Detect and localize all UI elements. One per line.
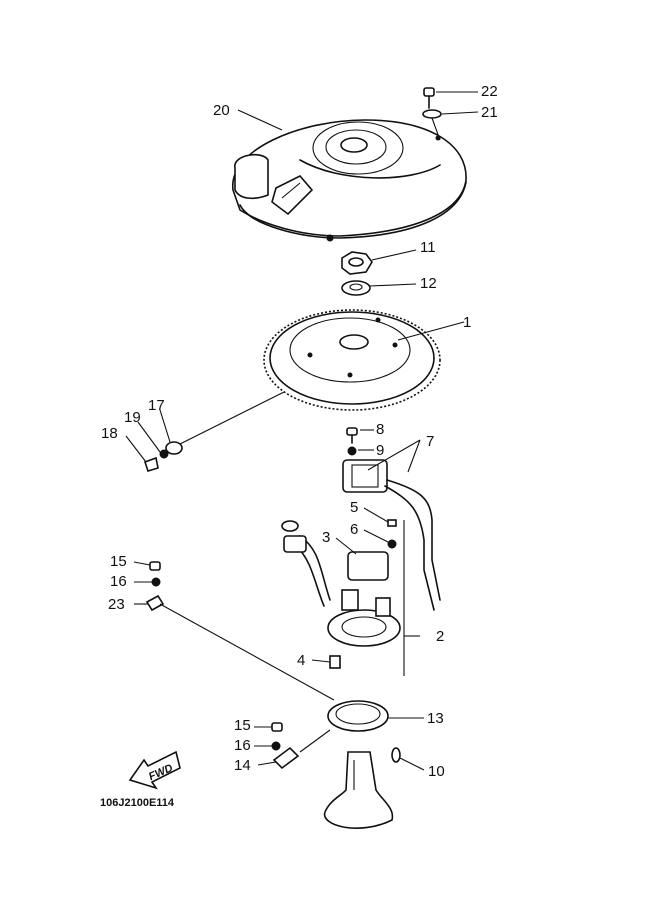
callout-1: 1 xyxy=(463,314,471,331)
bolt-8 xyxy=(346,427,358,444)
callout-22: 22 xyxy=(481,83,498,100)
screw-set xyxy=(143,441,183,472)
stator-assembly xyxy=(281,520,401,647)
callout-9: 9 xyxy=(376,442,384,459)
callout-2: 2 xyxy=(436,628,444,645)
flywheel-rotor xyxy=(263,309,441,411)
callout-10: 10 xyxy=(428,763,445,780)
callout-3: 3 xyxy=(322,529,330,546)
callout-labels: 1 2 3 4 5 6 7 8 9 10 11 12 13 14 15 15 1… xyxy=(101,83,498,780)
bottom-fasteners xyxy=(271,722,300,770)
callout-6: 6 xyxy=(350,521,358,538)
crankshaft-end xyxy=(323,751,394,829)
callout-18: 18 xyxy=(101,425,118,442)
callout-21: 21 xyxy=(481,104,498,121)
callout-5: 5 xyxy=(350,499,358,516)
fwd-arrow: FWD xyxy=(128,750,181,790)
washer-6 xyxy=(387,539,397,549)
screw-4 xyxy=(329,655,341,669)
callout-17: 17 xyxy=(148,397,165,414)
bolt-5 xyxy=(387,519,397,527)
callout-15a: 15 xyxy=(110,553,127,570)
callout-7: 7 xyxy=(426,433,434,450)
bolt-22 xyxy=(423,87,435,109)
callout-14: 14 xyxy=(234,757,251,774)
washer-9 xyxy=(347,446,357,456)
woodruff-key-10 xyxy=(391,747,401,763)
callout-12: 12 xyxy=(420,275,437,292)
callout-11: 11 xyxy=(420,239,436,256)
charge-coil xyxy=(342,459,441,611)
callout-20: 20 xyxy=(213,102,230,119)
callout-19: 19 xyxy=(124,409,141,426)
nut-11 xyxy=(341,251,373,275)
washer-12 xyxy=(341,280,371,296)
washer-21 xyxy=(422,109,442,119)
callout-15b: 15 xyxy=(234,717,251,734)
left-fasteners xyxy=(145,561,165,612)
diagram-code: 106J2100E114 xyxy=(100,797,175,809)
callout-16b: 16 xyxy=(234,737,251,754)
callout-13: 13 xyxy=(427,710,444,727)
callout-8: 8 xyxy=(376,421,384,438)
callout-16a: 16 xyxy=(110,573,127,590)
callout-4: 4 xyxy=(297,652,305,669)
oil-seal-13 xyxy=(327,700,389,732)
callout-23: 23 xyxy=(108,596,125,613)
leader-lines xyxy=(125,91,479,771)
flywheel-cover xyxy=(232,119,467,242)
